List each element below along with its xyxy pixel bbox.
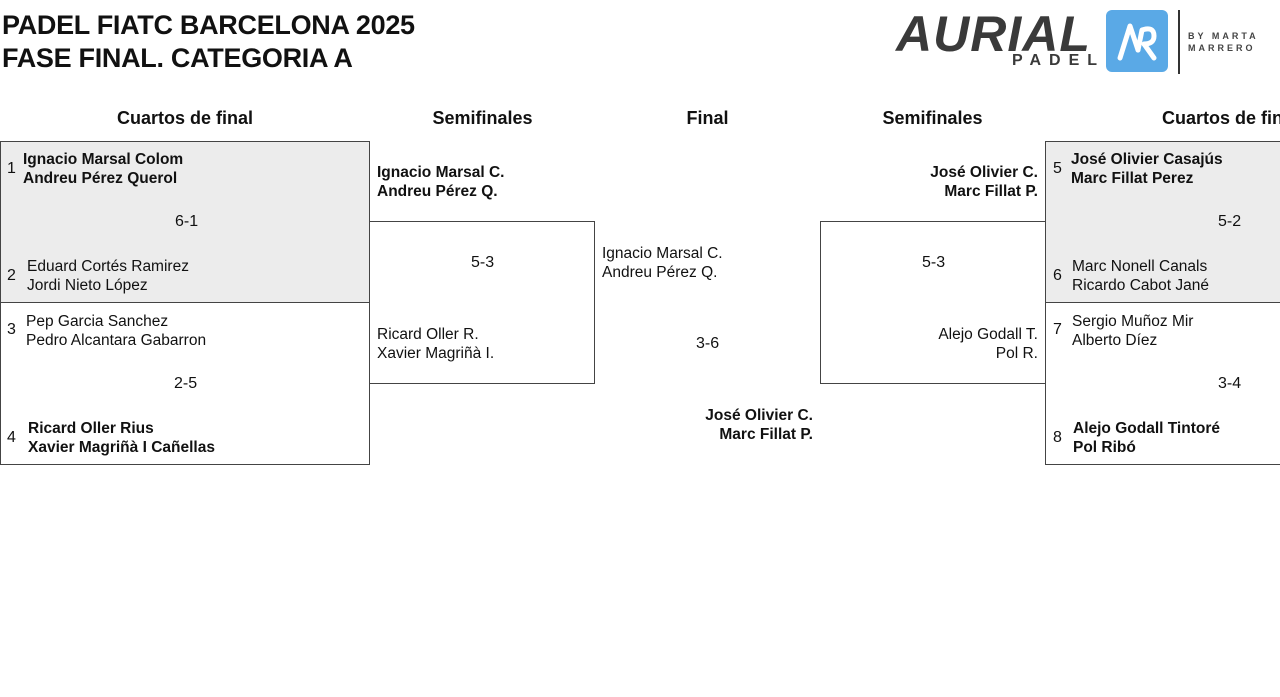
team-qf1-top: Ignacio Marsal Colom Andreu Pérez Querol [23, 150, 183, 188]
player-name: Andreu Pérez Q. [602, 264, 718, 281]
logo-byline-2: MARRERO [1188, 43, 1256, 53]
round-header-sf-right: Semifinales [882, 108, 983, 128]
match-qf3 [1045, 141, 1280, 303]
team-qf2-bottom: Ricard Oller Rius Xavier Magriñà I Cañel… [28, 419, 215, 457]
match-score: 3-4 [1218, 375, 1242, 392]
player-name: Pedro Alcantara Gabarron [26, 332, 207, 349]
team-qf3-top: José Olivier Casajús Marc Fillat Perez [1071, 150, 1223, 188]
team-qf2-top: Pep Garcia Sanchez Pedro Alcantara Gabar… [26, 312, 206, 350]
player-name: Marc Fillat P. [944, 183, 1038, 200]
logo-badge-icon [1106, 10, 1168, 72]
title-line-1: PADEL FIATC BARCELONA 2025 [2, 10, 415, 40]
player-name: Xavier Magriñà I. [377, 345, 495, 362]
match-score: 5-3 [922, 254, 946, 271]
seed-number: 6 [1053, 267, 1062, 284]
player-name: Alejo Godall Tintoré [1073, 420, 1220, 437]
player-name: Marc Nonell Canals [1072, 258, 1208, 275]
player-name: Ricardo Cabot Jané [1072, 277, 1209, 294]
match-qf1 [0, 141, 370, 303]
match-qf4 [1045, 302, 1280, 465]
player-name: Ricard Oller R. [377, 326, 479, 343]
team-qf4-bottom: Alejo Godall Tintoré Pol Ribó [1073, 419, 1220, 457]
player-name: Eduard Cortés Ramirez [27, 258, 189, 275]
team-qf4-top: Sergio Muñoz Mir Alberto Díez [1072, 312, 1193, 350]
team-final-bottom: José Olivier C. Marc Fillat P. [600, 406, 813, 444]
player-name: Alberto Díez [1072, 332, 1158, 349]
seed-number: 3 [7, 321, 16, 338]
page-title: PADEL FIATC BARCELONA 2025 FASE FINAL. C… [2, 9, 415, 75]
player-name: Jordi Nieto López [27, 277, 148, 294]
player-name: Ricard Oller Rius [28, 420, 154, 437]
round-header-qf-right: Cuartos de final [1161, 108, 1280, 128]
logo-subtitle: PADEL [1012, 52, 1106, 69]
aurial-logo: AURIAL PADEL BY MARTA MARRERO [894, 6, 1280, 76]
team-qf1-bottom: Eduard Cortés Ramirez Jordi Nieto López [27, 257, 189, 295]
team-sf-left-top: Ignacio Marsal C. Andreu Pérez Q. [377, 163, 504, 201]
player-name: Xavier Magriñà I Cañellas [28, 439, 215, 456]
player-name: José Olivier Casajús [1071, 151, 1223, 168]
player-name: José Olivier C. [705, 407, 813, 424]
logo-wordmark: AURIAL [896, 6, 1091, 62]
logo-byline-1: BY MARTA [1188, 31, 1259, 41]
logo-byline: BY MARTA MARRERO [1188, 30, 1259, 54]
player-name: Andreu Pérez Querol [23, 170, 178, 187]
seed-number: 8 [1053, 429, 1062, 446]
player-name: Ignacio Marsal C. [602, 245, 723, 262]
player-name: Pep Garcia Sanchez [26, 313, 169, 330]
player-name: Ignacio Marsal C. [377, 164, 505, 181]
player-name: Alejo Godall T. [938, 326, 1038, 343]
player-name: Ignacio Marsal Colom [23, 151, 184, 168]
match-score: 5-3 [471, 254, 495, 271]
seed-number: 1 [7, 160, 16, 177]
match-score: 6-1 [175, 213, 199, 230]
team-sf-left-bottom: Ricard Oller R. Xavier Magriñà I. [377, 325, 494, 363]
player-name: Pol R. [995, 345, 1038, 362]
team-sf-right-top: José Olivier C. Marc Fillat P. [820, 163, 1038, 201]
seed-number: 2 [7, 267, 16, 284]
match-score: 2-5 [174, 375, 198, 392]
match-sf-left [369, 221, 595, 384]
player-name: Marc Fillat Perez [1071, 170, 1194, 187]
player-name: Andreu Pérez Q. [377, 183, 498, 200]
player-name: Marc Fillat P. [719, 426, 813, 443]
logo-divider [1178, 10, 1180, 74]
player-name: Pol Ribó [1073, 439, 1136, 456]
team-sf-right-bottom: Alejo Godall T. Pol R. [820, 325, 1038, 363]
match-score: 5-2 [1218, 213, 1242, 230]
team-final-top: Ignacio Marsal C. Andreu Pérez Q. [602, 244, 723, 282]
team-qf3-bottom: Marc Nonell Canals Ricardo Cabot Jané [1072, 257, 1209, 295]
seed-number: 7 [1053, 321, 1062, 338]
title-line-2: FASE FINAL. CATEGORIA A [2, 43, 353, 73]
match-score: 3-6 [696, 335, 720, 352]
seed-number: 5 [1053, 160, 1062, 177]
round-header-sf-left: Semifinales [432, 108, 533, 128]
player-name: Sergio Muñoz Mir [1072, 313, 1194, 330]
player-name: José Olivier C. [930, 164, 1038, 181]
seed-number: 4 [7, 429, 16, 446]
round-header-final: Final [686, 108, 729, 128]
round-header-qf-left: Cuartos de final [116, 108, 254, 128]
